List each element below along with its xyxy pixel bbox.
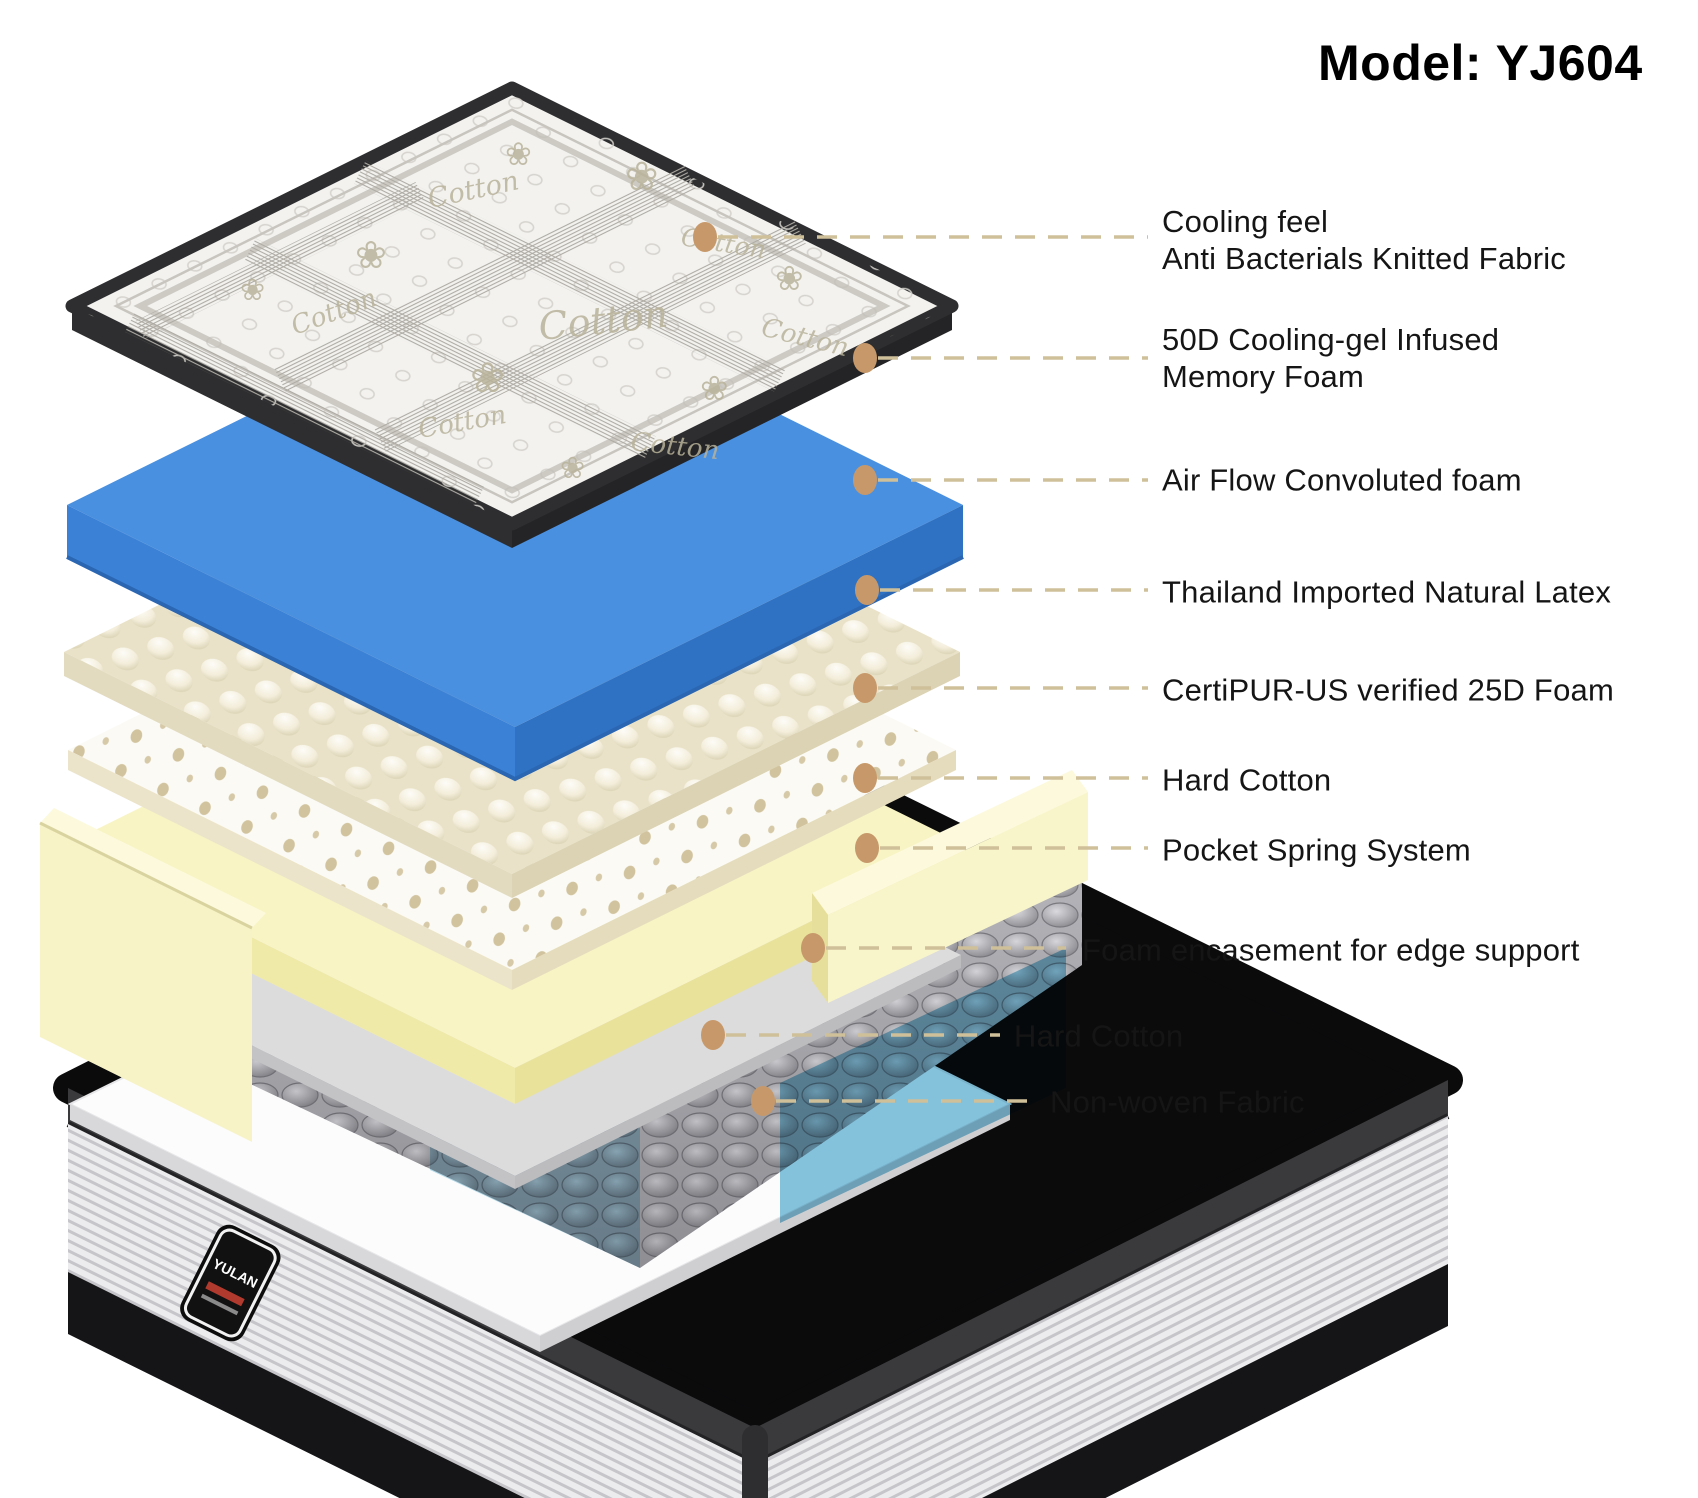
leader-25d-foam bbox=[853, 673, 1148, 703]
svg-text:❀: ❀ bbox=[560, 451, 585, 486]
leader-nonwoven bbox=[751, 1086, 1034, 1116]
label-25d-foam: CertiPUR-US verified 25D Foam bbox=[1162, 672, 1614, 708]
foam-rail-left bbox=[39, 808, 266, 1142]
label-gel-foam: 50D Cooling-gel Infused Memory Foam bbox=[1162, 322, 1500, 394]
svg-text:❀: ❀ bbox=[240, 273, 265, 308]
label-knitted-fabric: Cooling feel Anti Bacterials Knitted Fab… bbox=[1162, 204, 1567, 276]
leader-gel-foam bbox=[853, 343, 1148, 373]
svg-text:❀: ❀ bbox=[700, 369, 729, 409]
fabric-stripe-bands bbox=[125, 160, 806, 505]
leader-latex bbox=[855, 575, 1148, 605]
leader-hard-cotton-bottom bbox=[701, 1020, 1000, 1050]
label-hard-cotton-bottom: Hard Cotton bbox=[1014, 1018, 1184, 1054]
leader-pocket-springs bbox=[855, 833, 1148, 863]
label-latex: Thailand Imported Natural Latex bbox=[1162, 574, 1612, 610]
svg-text:❀: ❀ bbox=[625, 154, 659, 200]
label-pocket-springs: Pocket Spring System bbox=[1162, 832, 1471, 868]
label-foam-encasement: Foam encasement for edge support bbox=[1082, 932, 1580, 968]
label-hard-cotton-top: Hard Cotton bbox=[1162, 762, 1332, 798]
svg-text:❀: ❀ bbox=[505, 135, 532, 173]
leader-lines bbox=[693, 222, 1148, 1116]
label-convoluted-foam: Air Flow Convoluted foam bbox=[1162, 462, 1522, 498]
svg-text:❀: ❀ bbox=[775, 259, 804, 299]
leader-hard-cotton-top bbox=[853, 763, 1148, 793]
leader-knitted-fabric bbox=[693, 222, 1148, 252]
svg-text:❀: ❀ bbox=[470, 353, 505, 402]
leader-convoluted-foam bbox=[853, 465, 1148, 495]
model-title: Model: YJ604 bbox=[1318, 35, 1643, 91]
brand-tag: YULAN bbox=[180, 1224, 281, 1342]
label-nonwoven: Non-woven Fabric bbox=[1050, 1084, 1305, 1120]
svg-text:❀: ❀ bbox=[355, 233, 387, 277]
layer-knitted-fabric: Cotton Cotton Cotton Cotton Cotton Cotto… bbox=[65, 81, 959, 548]
leader-foam-encasement bbox=[801, 933, 1066, 963]
foam-rail-right bbox=[812, 770, 1088, 1003]
